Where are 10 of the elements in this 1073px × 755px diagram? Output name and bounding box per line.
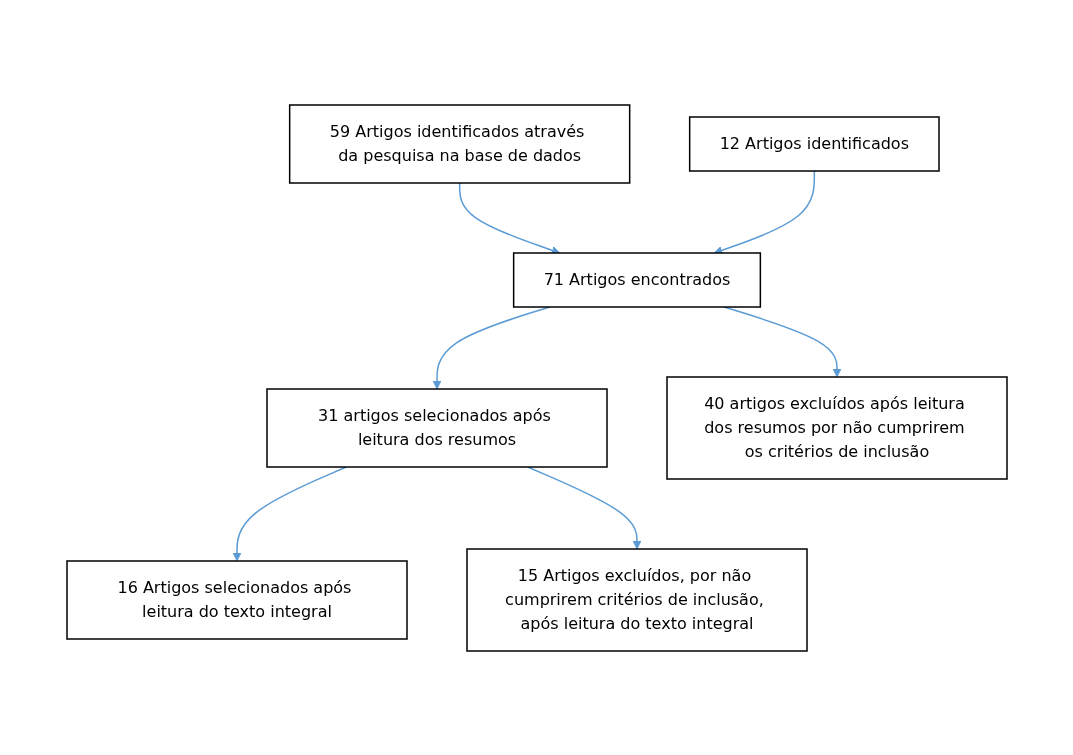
arrow xyxy=(432,305,551,389)
node-box: 59 Artigos identificados através da pesquisa na base de dados xyxy=(288,103,630,184)
node-box: 15 Artigos excluídos, por não cumprirem critérios de inclusão, após leitura do texto integral xyxy=(465,547,808,652)
node-box: 16 Artigos selecionados após leitura do texto integral xyxy=(65,559,408,640)
arrow xyxy=(526,465,641,549)
node-box: 31 artigos selecionados após leitura dos resumos xyxy=(265,387,608,468)
arrow xyxy=(232,465,347,561)
node-box: 40 artigos excluídos após leitura dos resumos por não cumprirem os critérios de inclusão xyxy=(665,375,1008,480)
node-box: 12 Artigos identificados xyxy=(688,115,940,172)
node-box: 71 Artigos encontrados xyxy=(512,251,761,308)
